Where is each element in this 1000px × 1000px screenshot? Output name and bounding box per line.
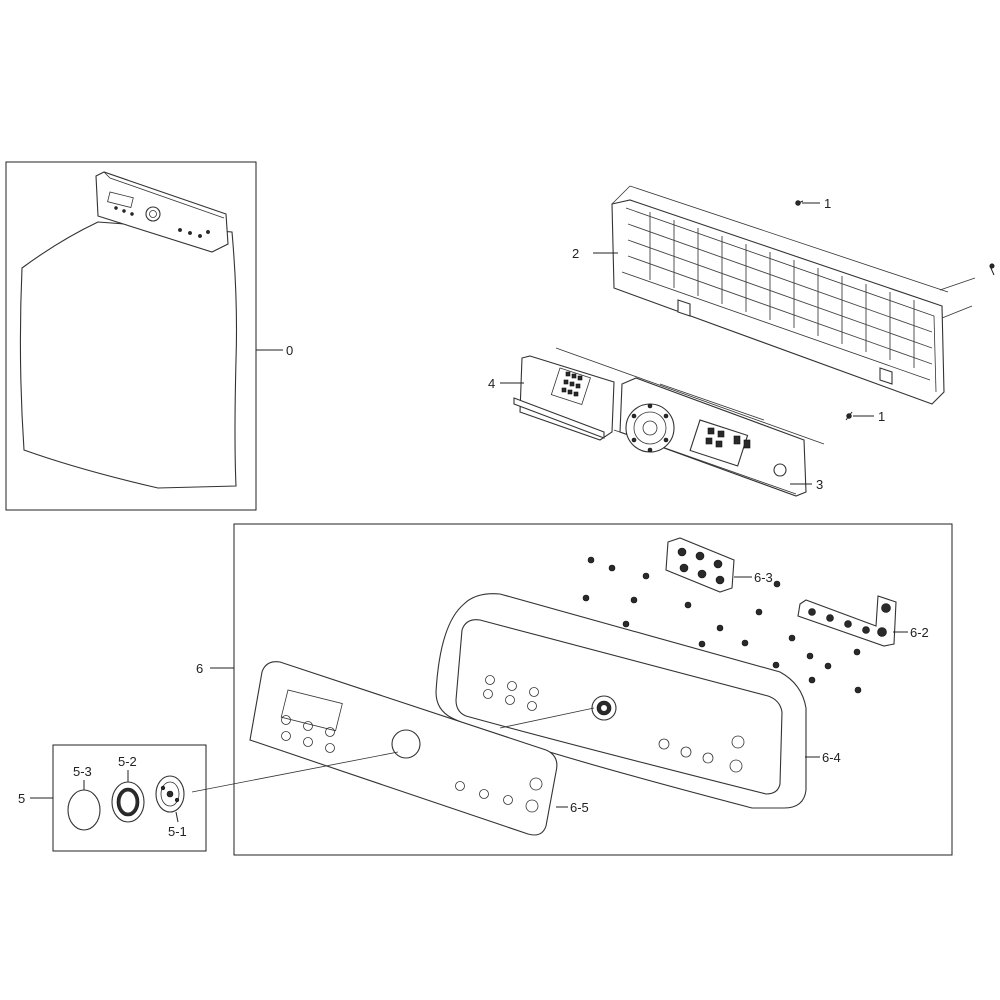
part-5-1-knob-base: 5-1 <box>155 775 187 839</box>
part-6-2-switch-board: 6-2 <box>797 595 929 647</box>
part-6-4-control-panel: 6-4 <box>435 593 841 809</box>
part-6-5-front-overlay: 6-5 <box>249 661 589 836</box>
part-1-screw-top: 1 <box>795 196 831 211</box>
part-6-3-switch-board: 6-3 <box>665 537 773 593</box>
callout-6-4: 6-4 <box>822 750 841 765</box>
callout-6-2: 6-2 <box>910 625 929 640</box>
callout-5-3: 5-3 <box>73 764 92 779</box>
knob-assembly-box: 5 5-3 5-2 5-1 <box>18 744 207 852</box>
part-1-screw-right <box>989 263 995 276</box>
callout-6: 6 <box>196 661 203 676</box>
callout-6-5: 6-5 <box>570 800 589 815</box>
callout-5-2: 5-2 <box>118 754 137 769</box>
panel-assembly-box: 6 6-3 <box>191 523 953 856</box>
part-3-main-pcb: 3 <box>555 347 825 497</box>
part-2-console-frame: 2 <box>572 185 976 405</box>
washer-illustration <box>19 171 238 489</box>
callout-5-1: 5-1 <box>168 824 187 839</box>
callout-1-top: 1 <box>824 196 831 211</box>
callout-6-3: 6-3 <box>754 570 773 585</box>
callout-0: 0 <box>286 343 293 358</box>
part-4-display-pcb: 4 <box>488 355 615 441</box>
callout-1-mid: 1 <box>878 409 885 424</box>
part-5-3-knob-cap: 5-3 <box>67 764 101 831</box>
callout-3: 3 <box>816 477 823 492</box>
callout-5: 5 <box>18 791 25 806</box>
washer-overview-box: 0 <box>5 161 293 511</box>
callout-4: 4 <box>488 376 495 391</box>
callout-2: 2 <box>572 246 579 261</box>
part-5-2-knob-ring: 5-2 <box>111 754 145 823</box>
screws-cluster <box>582 556 862 694</box>
part-1-screw-mid: 1 <box>845 409 885 424</box>
